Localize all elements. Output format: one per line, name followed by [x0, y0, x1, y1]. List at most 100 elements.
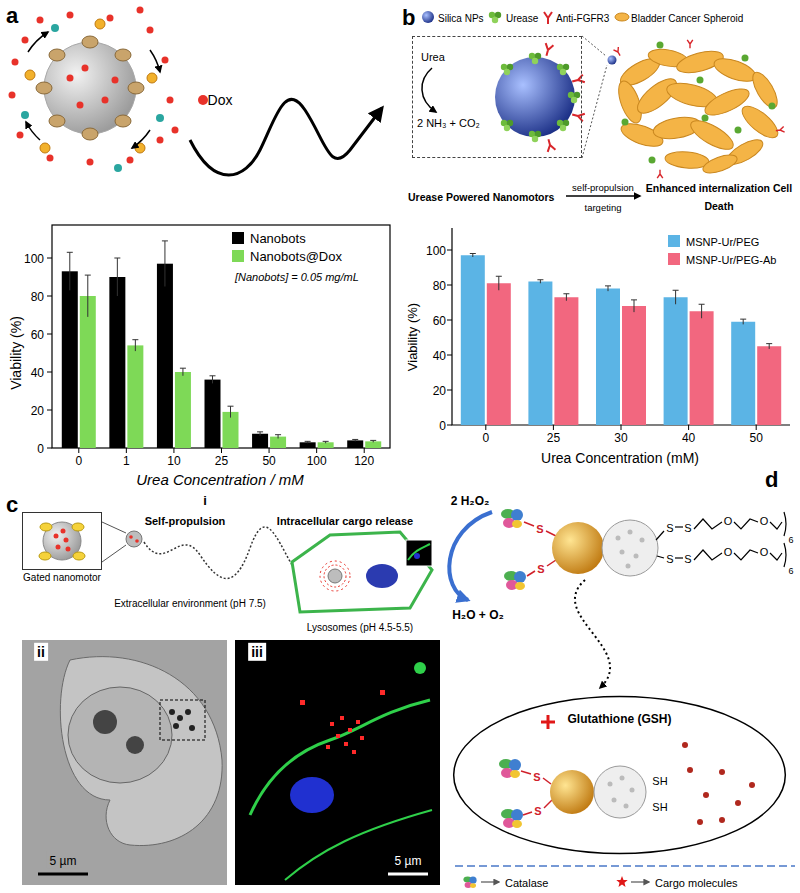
arrow-label: targeting	[585, 197, 622, 215]
catalase-nanomotor-illustration	[656, 512, 786, 567]
error-bar	[305, 441, 311, 442]
tick-mark	[447, 285, 452, 286]
axis-tick: 40	[31, 366, 44, 380]
intracellular-release-illustration	[703, 792, 709, 798]
intracellular-release-illustration	[735, 800, 741, 806]
error-bar	[180, 368, 186, 369]
tick-mark	[78, 448, 79, 453]
tem-image	[68, 687, 172, 783]
confocal-image	[285, 810, 432, 880]
catalase-nanomotor-illustration	[547, 560, 556, 566]
axis-tick: 120	[354, 451, 374, 469]
subscript-label: 6	[788, 535, 793, 545]
arrow-label: self-propulsion	[572, 177, 634, 195]
product-molecule	[21, 24, 164, 172]
catalase-nanomotor-illustration	[524, 522, 534, 526]
intracellular-release-illustration	[608, 782, 613, 787]
axis-tick: 80	[31, 290, 44, 304]
dox-molecule	[107, 15, 114, 22]
tem-image	[189, 725, 195, 731]
catalase-nanomotor-illustration	[634, 554, 639, 559]
tick-mark	[553, 425, 554, 430]
process-label: Self-propulsion	[145, 511, 226, 529]
antibody-mark	[775, 127, 784, 134]
panel-label: a	[6, 3, 18, 28]
axis-tick: 50	[262, 454, 275, 468]
gated-nanomotor-illustration	[72, 523, 84, 531]
intracellular-release-illustration	[620, 776, 625, 781]
nanomotor-illustration	[557, 120, 569, 131]
legend-swatch	[232, 232, 244, 244]
nanomotor-dot	[697, 77, 704, 84]
tick-mark	[316, 448, 317, 453]
error-bar	[608, 286, 609, 291]
legend-icon	[463, 876, 649, 888]
bar-chart	[447, 228, 790, 430]
axis-tick: 20	[31, 404, 44, 418]
axis-tick: 0	[482, 428, 489, 446]
legend-entry: Nanobots@Dox	[250, 247, 342, 265]
confocal-image	[290, 777, 334, 813]
axis-title: Viability (%)	[403, 303, 421, 371]
gated-nanomotor-illustration	[54, 529, 71, 552]
gated-nanomotor-illustration	[39, 552, 51, 560]
confocal-image	[414, 662, 426, 674]
nanomotor-dot	[649, 157, 656, 164]
product-molecule	[21, 111, 29, 119]
nanomotor-dot	[742, 55, 749, 62]
catalase-nanomotor-illustration	[552, 522, 604, 574]
inset-box: Gated nanomotor	[22, 512, 102, 570]
axis-tick: 60	[31, 328, 44, 342]
atom-label: O	[760, 546, 769, 558]
tem-image	[185, 709, 191, 715]
catalase-nanomotor-illustration	[616, 536, 621, 541]
intracellular-release-illustration	[550, 770, 594, 814]
axis-tick: 100	[307, 451, 327, 469]
cell-ellipse: Glutathione (GSH)	[452, 695, 787, 855]
dox-molecule	[172, 127, 179, 134]
tem-image	[169, 709, 195, 731]
error-bar	[675, 290, 676, 304]
legend-icon	[544, 12, 552, 24]
catalase-nanomotor-illustration	[734, 550, 758, 560]
axis-tick: 50	[750, 428, 763, 446]
scale-label: 5 µm	[395, 854, 422, 868]
error-bar	[230, 406, 231, 417]
tem-image	[160, 700, 205, 740]
catalase-nanomotor-illustration	[501, 509, 523, 528]
error-bar	[85, 275, 91, 276]
urease-enzyme	[36, 82, 52, 94]
gated-nanomotor-illustration	[102, 545, 126, 562]
axis-tick: 0	[37, 439, 44, 457]
tick-mark	[221, 448, 222, 453]
intracellular-release-illustration	[501, 809, 523, 828]
sub-panel-label: iii	[251, 644, 263, 660]
reaction-arrow	[132, 130, 150, 148]
error-bar	[472, 254, 473, 258]
atom-label: O	[760, 511, 769, 529]
dox-molecule	[147, 27, 154, 34]
axis-tick: 40	[433, 346, 446, 364]
legend-icon	[463, 877, 476, 888]
axis-tick: 1	[123, 454, 130, 468]
catalase-nanomotor-illustration	[694, 519, 722, 529]
intracellular-release-illustration	[749, 782, 755, 788]
dox-molecule	[9, 92, 16, 99]
nanomotor-illustration	[557, 64, 569, 75]
bar	[109, 277, 125, 448]
confocal-image	[340, 716, 344, 720]
bar	[300, 442, 316, 448]
tick-mark	[47, 372, 52, 373]
catalase-nanomotor-illustration	[527, 571, 535, 576]
process-label: Intracellular cargo release	[277, 515, 413, 527]
error-bar	[228, 406, 234, 407]
error-bar	[563, 293, 569, 294]
panel-label: d	[765, 467, 778, 492]
panel-label: c	[6, 492, 18, 517]
error-bar	[132, 339, 138, 340]
tem-image	[126, 736, 144, 754]
reaction-arrow	[26, 32, 160, 148]
axis-tick: 20	[433, 384, 446, 398]
axis-title: Viability (%)	[7, 316, 25, 390]
